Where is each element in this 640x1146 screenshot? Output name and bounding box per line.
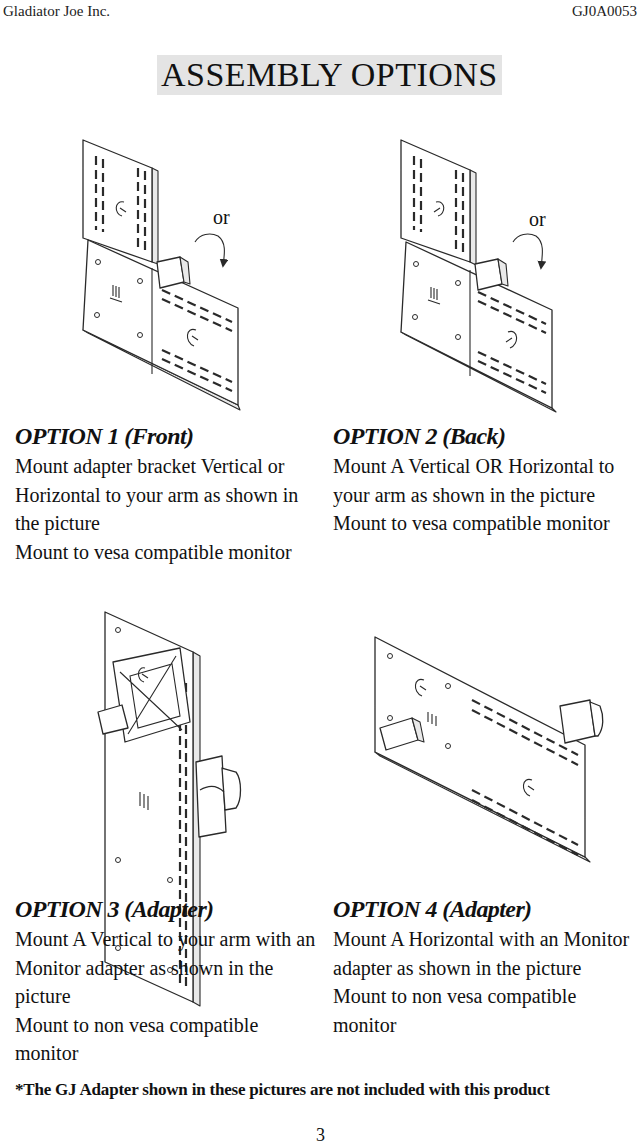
horizontal-adapter-figure [375, 637, 603, 862]
option-column: OPTION 3 (Adapter)Mount A Vertical to yo… [15, 894, 323, 1068]
footnote: *The GJ Adapter shown in these pictures … [15, 1080, 550, 1100]
option-heading: OPTION 3 (Adapter) [15, 894, 323, 925]
option-column: OPTION 1 (Front)Mount adapter bracket Ve… [15, 421, 323, 566]
option-heading: OPTION 4 (Adapter) [333, 894, 633, 925]
page-title: ASSEMBLY OPTIONS [157, 55, 502, 95]
page-number: 3 [316, 1125, 325, 1146]
bracket-back-figure [401, 140, 556, 412]
option-heading: OPTION 1 (Front) [15, 421, 323, 452]
rotation-note: or [213, 205, 230, 229]
option-text: Mount to non vesa compatible monitor [333, 982, 633, 1039]
bracket-front-figure [83, 140, 240, 410]
option-text: Mount to non vesa compatible monitor [15, 1011, 323, 1068]
option-column: OPTION 2 (Back)Mount A Vertical OR Horiz… [333, 421, 633, 538]
option-text: Mount A Horizontal with an Monitor adapt… [333, 925, 633, 982]
option-heading: OPTION 2 (Back) [333, 421, 633, 452]
option-text: Mount A Vertical OR Horizontal to your a… [333, 452, 633, 509]
rotation-note: or [529, 207, 546, 231]
document-code: GJ0A0053 [572, 2, 637, 20]
option-text: Mount A Vertical to your arm with an Mon… [15, 925, 323, 1011]
option-text: Mount to vesa compatible monitor [333, 509, 633, 538]
option-text: Mount adapter bracket Vertical or Horizo… [15, 452, 323, 538]
option-column: OPTION 4 (Adapter)Mount A Horizontal wit… [333, 894, 633, 1039]
company-name: Gladiator Joe Inc. [3, 2, 110, 20]
option-text: Mount to vesa compatible monitor [15, 538, 323, 567]
